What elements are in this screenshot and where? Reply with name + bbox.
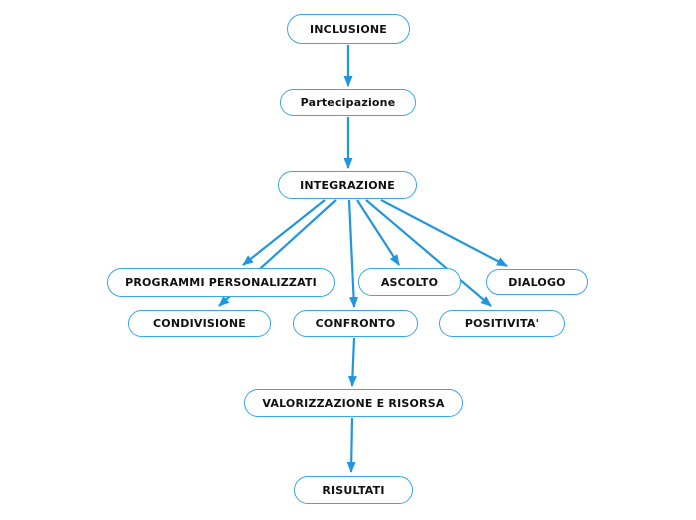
node-label: Partecipazione (300, 96, 396, 109)
node-label: CONFRONTO (315, 317, 396, 330)
node-integrazione[interactable]: INTEGRAZIONE (278, 171, 417, 199)
node-label: DIALOGO (508, 275, 566, 289)
edge-valorizzazione-to-risultati (346, 417, 356, 473)
edge-integrazione-to-ascolto (356, 199, 400, 266)
node-dialogo[interactable]: DIALOGO (486, 269, 588, 295)
node-label: ASCOLTO (380, 275, 439, 289)
node-valorizzazione[interactable]: VALORIZZAZIONE E RISORSA (244, 389, 463, 417)
node-condivisione[interactable]: CONDIVISIONE (128, 310, 271, 337)
node-label: INCLUSIONE (309, 22, 387, 36)
node-label: VALORIZZAZIONE E RISORSA (262, 396, 445, 410)
node-programmi[interactable]: PROGRAMMI PERSONALIZZATI (107, 268, 335, 297)
edge-integrazione-to-dialogo (380, 199, 508, 267)
node-label: CONDIVISIONE (153, 317, 246, 330)
node-label: RISULTATI (322, 483, 385, 497)
node-inclusione[interactable]: INCLUSIONE (287, 14, 410, 44)
edge-integrazione-to-confronto (347, 199, 359, 308)
edge-confronto-to-valorizzazione (347, 337, 357, 387)
node-confronto[interactable]: CONFRONTO (293, 310, 418, 337)
node-positivita[interactable]: POSITIVITA' (439, 310, 565, 337)
node-risultati[interactable]: RISULTATI (294, 476, 413, 504)
node-ascolto[interactable]: ASCOLTO (358, 268, 461, 296)
node-label: PROGRAMMI PERSONALIZZATI (125, 276, 317, 289)
node-partecipazione[interactable]: Partecipazione (280, 89, 416, 116)
node-label: POSITIVITA' (464, 317, 540, 330)
edge-integrazione-to-programmi (242, 199, 326, 266)
node-label: INTEGRAZIONE (300, 178, 395, 192)
